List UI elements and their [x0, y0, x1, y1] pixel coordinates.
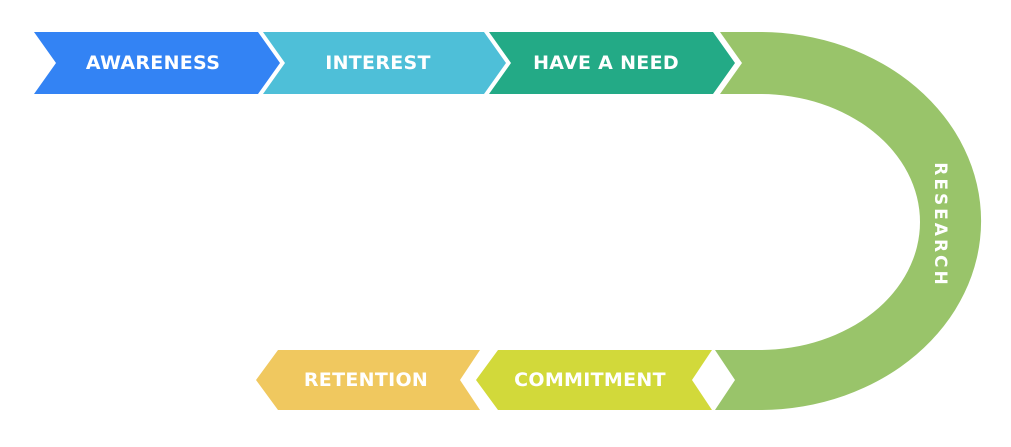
research-arc [715, 32, 982, 410]
commitment-chevron [476, 350, 712, 410]
retention-chevron [256, 350, 480, 410]
have-a-need-chevron [489, 32, 735, 94]
interest-label: INTEREST [325, 52, 431, 74]
retention-label: RETENTION [304, 369, 428, 391]
have-a-need-label: HAVE A NEED [533, 52, 679, 74]
awareness-label: AWARENESS [86, 52, 220, 74]
commitment-label: COMMITMENT [514, 369, 666, 391]
awareness-chevron [34, 32, 280, 94]
research-label: RESEARCH [930, 162, 950, 288]
interest-chevron [263, 32, 506, 94]
